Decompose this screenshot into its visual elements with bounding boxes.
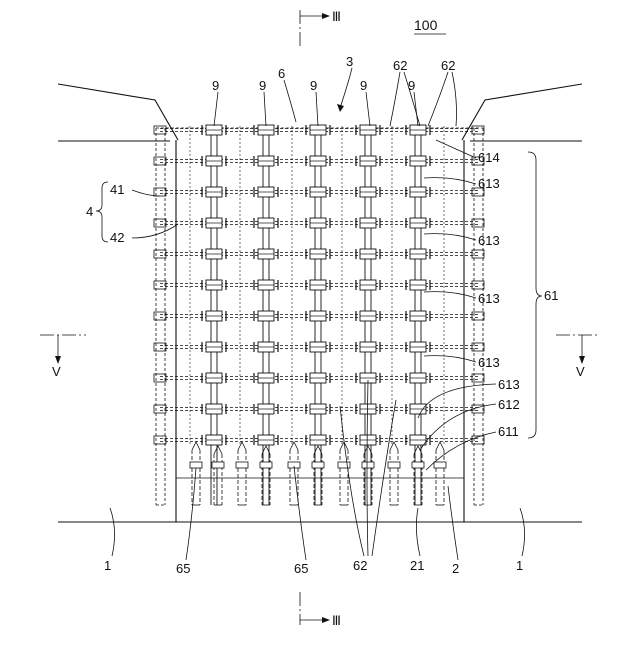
- label-9: 9: [408, 78, 415, 93]
- pile-band: [388, 462, 400, 468]
- section-line-top: Ⅲ: [300, 9, 341, 46]
- section-line-bottom: Ⅲ: [300, 592, 341, 628]
- label-42: 42: [110, 230, 124, 245]
- label-62: 62: [441, 58, 455, 73]
- label-613: 613: [478, 291, 500, 306]
- section-label-bottom: Ⅲ: [332, 613, 341, 628]
- pile-tip: [390, 442, 398, 450]
- label-3: 3: [346, 54, 353, 69]
- label-613: 613: [478, 355, 500, 370]
- section-label-top: Ⅲ: [332, 9, 341, 24]
- label-1: 1: [516, 558, 523, 573]
- label-6: 6: [278, 66, 285, 81]
- pile-band: [260, 462, 272, 468]
- label-9: 9: [212, 78, 219, 93]
- figure-number: 100: [414, 17, 438, 33]
- label-613: 613: [498, 377, 520, 392]
- label-21: 21: [410, 558, 424, 573]
- label-613: 613: [478, 233, 500, 248]
- section-line-left: V: [40, 335, 86, 379]
- section-label-right: V: [576, 364, 585, 379]
- pile-band: [190, 462, 202, 468]
- label-9: 9: [310, 78, 317, 93]
- pile-band: [312, 462, 324, 468]
- pile-band: [412, 462, 424, 468]
- pile-row: [190, 442, 446, 505]
- pile-band: [434, 462, 446, 468]
- pile-tip: [214, 446, 222, 454]
- pile-tip: [436, 442, 444, 450]
- section-label-left: V: [52, 364, 61, 379]
- pile-band: [212, 462, 224, 468]
- label-612: 612: [498, 397, 520, 412]
- label-1: 1: [104, 558, 111, 573]
- section-line-right: V: [556, 335, 600, 379]
- label-65: 65: [294, 561, 308, 576]
- label-62: 62: [393, 58, 407, 73]
- brace-4: [96, 182, 108, 242]
- label-61: 61: [544, 288, 558, 303]
- label-65: 65: [176, 561, 190, 576]
- pile-tip: [290, 442, 298, 450]
- label-611: 611: [498, 424, 519, 439]
- label-614: 614: [478, 150, 500, 165]
- pile-tip: [238, 442, 246, 450]
- label-9: 9: [259, 78, 266, 93]
- brace-61: [528, 152, 542, 438]
- label-41: 41: [110, 182, 124, 197]
- pile-band: [362, 462, 374, 468]
- pile-band: [338, 462, 350, 468]
- label-4: 4: [86, 204, 93, 219]
- label-62: 62: [353, 558, 367, 573]
- ground-outline: [58, 84, 582, 522]
- label-2: 2: [452, 561, 459, 576]
- label-613: 613: [478, 176, 500, 191]
- pile-tip: [192, 442, 200, 450]
- left-retaining-wall: [156, 128, 165, 505]
- label-9: 9: [360, 78, 367, 93]
- pile-band: [236, 462, 248, 468]
